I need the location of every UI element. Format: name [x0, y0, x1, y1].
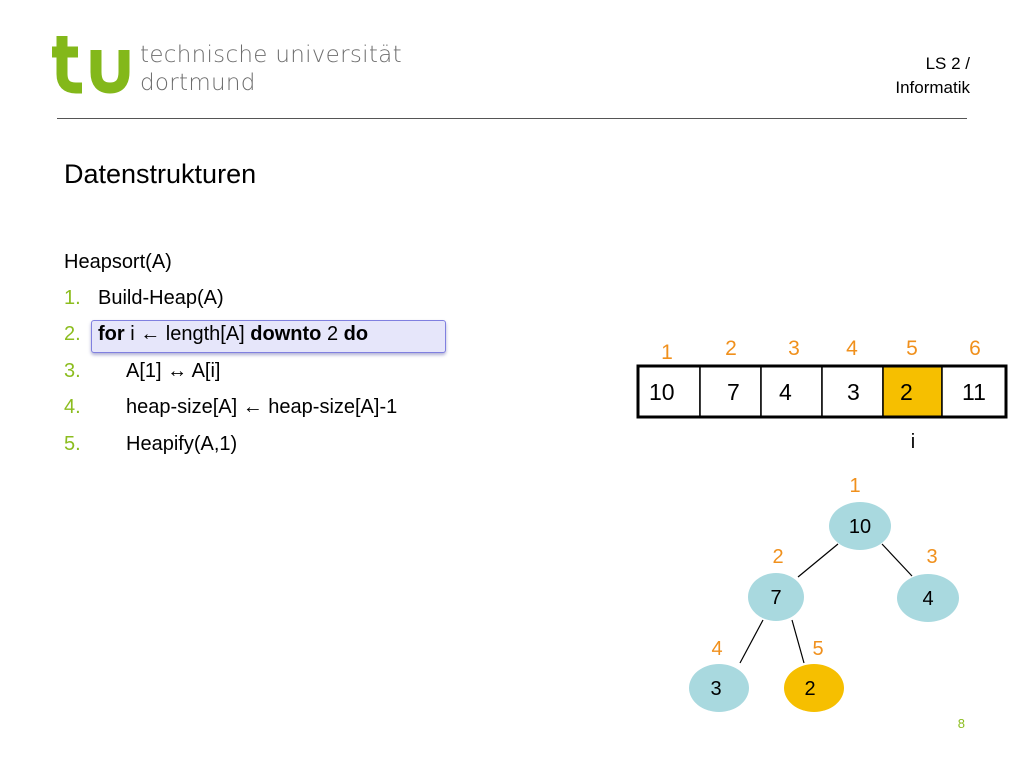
array-indices: 1 2 3 4 5 6	[661, 337, 981, 364]
tree-edges	[739, 543, 913, 664]
tree-nodes	[689, 502, 959, 712]
line-number: 2.	[64, 323, 81, 345]
keyword-downto: downto	[250, 323, 322, 345]
tree-node-value: 2	[804, 678, 815, 700]
array-value: 7	[727, 379, 740, 405]
line-number: 4.	[64, 396, 81, 418]
tree-node	[829, 502, 891, 550]
line-text: heap-size[A] ← heap-size[A]-1	[126, 396, 398, 418]
array-index: 5	[906, 337, 918, 360]
tu-logo	[52, 36, 130, 94]
array: 10 7 4 3 2 11	[636, 364, 1008, 419]
tree-edge	[881, 543, 913, 577]
array-cell	[760, 365, 823, 418]
tree-node	[748, 573, 804, 621]
array-index: 2	[725, 337, 737, 360]
tree-node-index: 3	[926, 546, 937, 568]
department-line2: Informatik	[895, 78, 970, 97]
line-text: A[1] ↔ A[i]	[126, 360, 221, 382]
array-index: 6	[969, 337, 981, 360]
keyword-for: for	[98, 323, 125, 345]
university-name-line2: dortmund	[140, 70, 256, 96]
array-value: 10	[649, 379, 675, 405]
algorithm-line-2: 2. for i ← length[A] downto 2 do	[64, 324, 368, 344]
line-text: i ← length[A]	[124, 323, 251, 345]
tree-node-index: 5	[812, 638, 823, 660]
line-number: 3.	[64, 360, 81, 382]
line-number: 5.	[64, 433, 81, 455]
algorithm-line-3: 3. A[1] ↔ A[i]	[64, 361, 220, 381]
array-index: 4	[846, 337, 858, 360]
header-divider	[57, 118, 967, 119]
tree-node-index: 4	[711, 638, 722, 660]
line-number: 1.	[64, 287, 81, 309]
line-text: Heapify(A,1)	[126, 433, 238, 455]
algorithm-line-5: 5. Heapify(A,1)	[64, 434, 237, 454]
algorithm-line-1: 1. Build-Heap(A)	[64, 288, 224, 308]
array-value: 3	[847, 379, 860, 405]
department-line1: LS 2 /	[925, 54, 970, 73]
tu-logo-mark	[52, 36, 130, 94]
algorithm-name: Heapsort(A)	[64, 251, 172, 273]
line-text: 2	[321, 323, 344, 345]
page-number: 8	[957, 716, 965, 731]
tree-node-index: 2	[772, 546, 783, 568]
tree-node-index: 1	[849, 475, 860, 497]
array-border	[636, 364, 1008, 419]
department-label: LS 2 / Informatik	[895, 52, 970, 100]
tree-node	[689, 664, 749, 712]
tree-edge	[739, 619, 764, 664]
pointer-label: i	[911, 431, 915, 453]
tree-edge	[797, 543, 839, 578]
array-value: 11	[962, 379, 986, 405]
tree-node-value: 10	[849, 516, 871, 538]
array-value: 2	[900, 379, 913, 405]
tree-node-value: 7	[770, 587, 781, 609]
tree-node	[897, 574, 959, 622]
page-title: Datenstrukturen	[64, 159, 257, 189]
tree-node-value: 3	[710, 678, 721, 700]
current-line-highlight	[91, 320, 446, 353]
tree-node-value: 4	[922, 588, 933, 610]
array-index: 3	[788, 337, 800, 360]
university-name-line1: technische universität	[140, 42, 402, 68]
tree-edge	[791, 619, 805, 664]
tree-node-highlighted	[784, 664, 844, 712]
array-index: 1	[661, 341, 673, 364]
array-value: 4	[779, 379, 792, 405]
line-text: Build-Heap(A)	[98, 287, 224, 309]
algorithm-line-4: 4. heap-size[A] ← heap-size[A]-1	[64, 397, 397, 417]
keyword-do: do	[343, 323, 369, 345]
